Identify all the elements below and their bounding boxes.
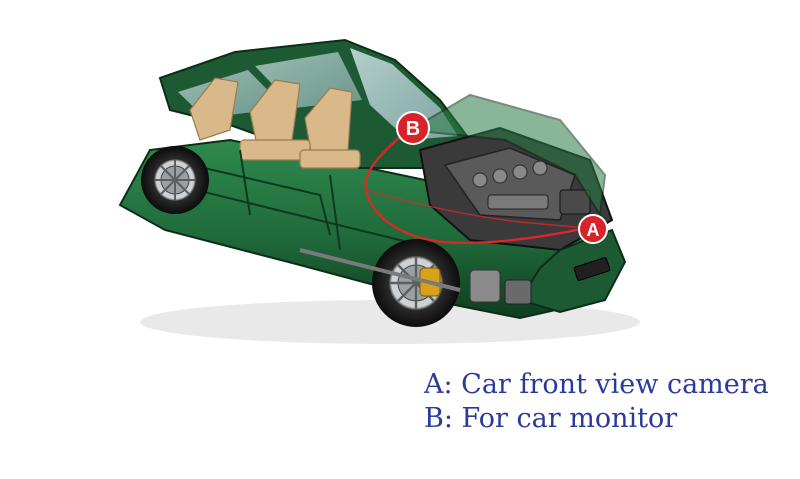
marker-a-letter: A — [587, 220, 600, 240]
front-wheel — [372, 239, 460, 327]
legend: A: Car front view camera B: For car moni… — [424, 368, 769, 436]
legend-line-a: A: Car front view camera — [424, 369, 769, 400]
legend-line-b: B: For car monitor — [424, 403, 678, 434]
camera-wire — [364, 129, 587, 244]
marker-b: B — [396, 111, 430, 145]
interior-seats — [189, 77, 361, 169]
underbody-components — [299, 248, 532, 305]
marker-b-letter: B — [406, 118, 420, 140]
camera-wire-branch — [365, 189, 587, 229]
front-grille — [573, 257, 611, 281]
rear-wheel — [141, 146, 209, 214]
marker-a: A — [578, 214, 608, 244]
hood — [406, 93, 607, 218]
front-bumper — [518, 228, 627, 314]
